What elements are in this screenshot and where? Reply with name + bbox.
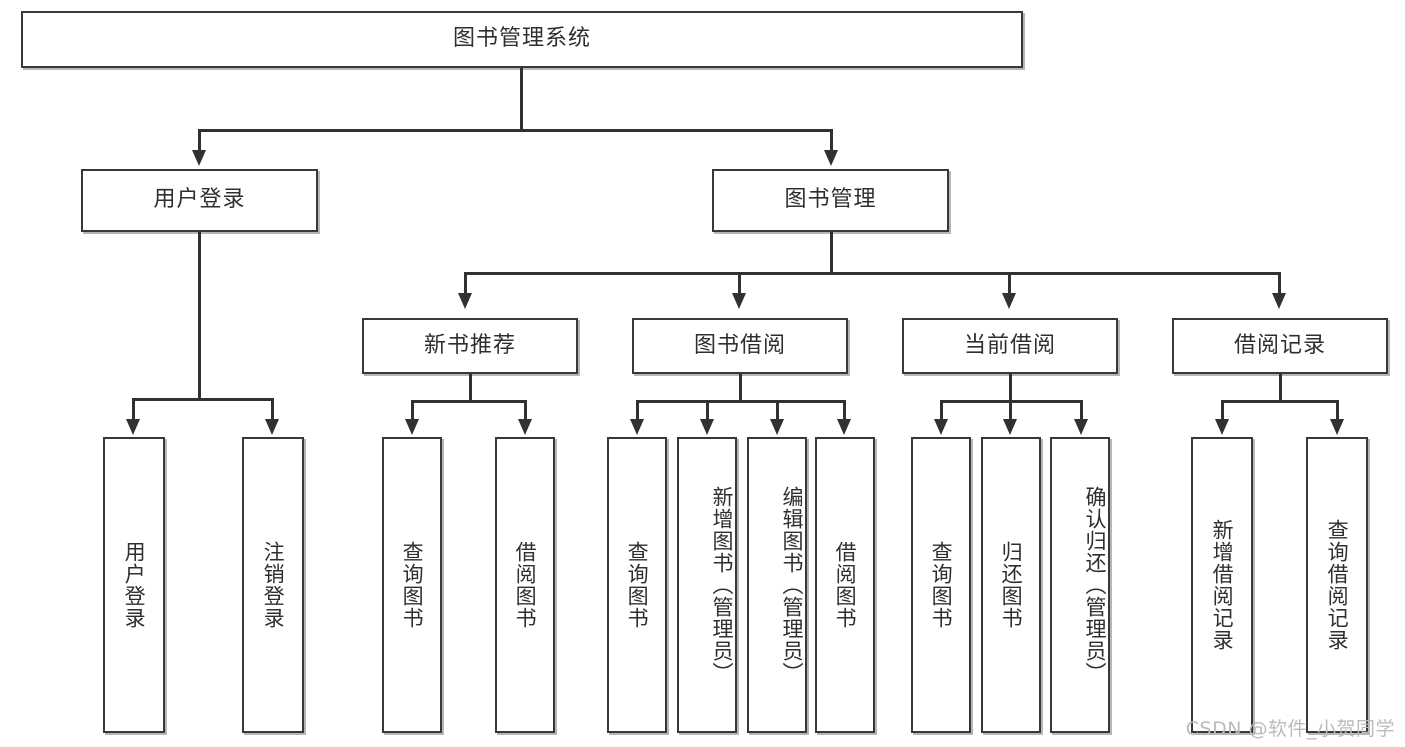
edge-bb-drop-2: [706, 400, 709, 420]
edge-book-management-down: [830, 232, 833, 274]
arrow-to-leaf-logout: [265, 419, 279, 435]
edge-cb-drop-1: [940, 400, 943, 420]
edge-level3-drop-3: [1008, 272, 1011, 294]
arrow-to-new-book-recommend: [458, 293, 472, 309]
node-label: 图书管理: [784, 187, 877, 213]
arrow-to-bb-leaf-3: [770, 419, 784, 435]
arrow-to-bb-leaf-2: [700, 419, 714, 435]
node-label: 查询图书: [625, 541, 650, 629]
node-book-management[interactable]: 图书管理: [712, 169, 949, 232]
leaf-borrow-book-recommend[interactable]: 借阅图书: [495, 437, 555, 733]
arrow-to-br-leaf-1: [1215, 419, 1229, 435]
node-label: 图书借阅: [693, 332, 786, 358]
edge-bb-drop-4: [843, 400, 846, 420]
node-label: 新书推荐: [423, 332, 516, 358]
node-new-book-recommend[interactable]: 新书推荐: [362, 318, 578, 374]
node-label: 新增借阅记录: [1210, 519, 1235, 651]
edge-book-borrow-bus: [636, 400, 846, 403]
node-user-login[interactable]: 用户登录: [81, 169, 318, 232]
edge-level3-drop-2: [738, 272, 741, 294]
edge-borrow-record-down: [1279, 374, 1282, 402]
leaf-query-book-borrow[interactable]: 查询图书: [607, 437, 667, 733]
edge-book-borrow-down: [739, 374, 742, 402]
edge-level3-bus: [464, 272, 1280, 275]
leaf-add-book-admin[interactable]: 新增图书（管理员）: [677, 437, 737, 733]
arrow-to-br-leaf-2: [1330, 419, 1344, 435]
node-label: 用户登录: [153, 187, 246, 213]
edge-br-drop-1: [1221, 400, 1224, 420]
leaf-edit-book-admin[interactable]: 编辑图书（管理员）: [747, 437, 807, 733]
edge-root-bus-left-drop: [198, 129, 201, 151]
edge-nbr-drop-2: [524, 400, 527, 420]
edge-cb-drop-3: [1080, 400, 1083, 420]
edge-bb-drop-1: [636, 400, 639, 420]
node-label: 当前借阅: [963, 332, 1056, 358]
edge-borrow-record-bus: [1221, 400, 1338, 403]
arrow-to-cb-leaf-1: [934, 419, 948, 435]
arrow-to-user-login: [192, 150, 206, 166]
edge-root-down: [520, 68, 523, 130]
arrow-to-leaf-user-login: [126, 419, 140, 435]
edge-user-login-down: [198, 232, 201, 400]
edge-nbr-drop-1: [411, 400, 414, 420]
node-label: 归还图书: [999, 541, 1024, 629]
arrow-to-borrow-record: [1272, 293, 1286, 309]
node-label: 图书管理系统: [452, 26, 591, 52]
node-label: 新增图书（管理员）: [710, 486, 734, 684]
node-label: 注销登录: [261, 541, 286, 629]
leaf-return-book[interactable]: 归还图书: [981, 437, 1041, 733]
edge-bb-drop-3: [776, 400, 779, 420]
edge-current-borrow-down: [1009, 374, 1012, 402]
arrow-to-bb-leaf-1: [630, 419, 644, 435]
arrow-to-book-management: [824, 150, 838, 166]
node-label: 查询图书: [400, 541, 425, 629]
leaf-confirm-return-admin[interactable]: 确认归还（管理员）: [1050, 437, 1110, 733]
node-label: 借阅图书: [833, 541, 858, 629]
edge-cb-drop-2: [1009, 400, 1012, 420]
arrow-to-current-borrow: [1002, 293, 1016, 309]
leaf-query-borrow-record[interactable]: 查询借阅记录: [1306, 437, 1368, 733]
edge-new-book-recommend-down: [469, 374, 472, 402]
node-label: 编辑图书（管理员）: [780, 486, 804, 684]
leaf-logout[interactable]: 注销登录: [242, 437, 304, 733]
edge-user-login-bus: [132, 398, 273, 401]
leaf-add-borrow-record[interactable]: 新增借阅记录: [1191, 437, 1253, 733]
leaf-query-book-current[interactable]: 查询图书: [911, 437, 971, 733]
node-label: 查询借阅记录: [1325, 519, 1350, 651]
edge-user-login-bus-left-drop: [132, 398, 135, 420]
leaf-borrow-book[interactable]: 借阅图书: [815, 437, 875, 733]
arrow-to-cb-leaf-3: [1074, 419, 1088, 435]
node-label: 用户登录: [122, 541, 147, 629]
arrow-to-cb-leaf-2: [1003, 419, 1017, 435]
arrow-to-bb-leaf-4: [837, 419, 851, 435]
arrow-to-nbr-leaf-2: [518, 419, 532, 435]
arrow-to-book-borrow: [732, 293, 746, 309]
edge-level3-drop-1: [464, 272, 467, 294]
edge-root-bus: [198, 129, 832, 132]
arrow-to-nbr-leaf-1: [405, 419, 419, 435]
leaf-query-book-recommend[interactable]: 查询图书: [382, 437, 442, 733]
edge-level3-drop-4: [1278, 272, 1281, 294]
node-label: 查询图书: [929, 541, 954, 629]
node-book-management-system[interactable]: 图书管理系统: [21, 11, 1023, 68]
edge-root-bus-right-drop: [830, 129, 833, 151]
node-label: 确认归还（管理员）: [1083, 486, 1107, 684]
node-current-borrow[interactable]: 当前借阅: [902, 318, 1118, 374]
node-label: 借阅图书: [513, 541, 538, 629]
node-book-borrow[interactable]: 图书借阅: [632, 318, 848, 374]
edge-br-drop-2: [1336, 400, 1339, 420]
edge-new-book-recommend-bus: [411, 400, 526, 403]
leaf-user-login[interactable]: 用户登录: [103, 437, 165, 733]
node-borrow-record[interactable]: 借阅记录: [1172, 318, 1388, 374]
edge-user-login-bus-right-drop: [271, 398, 274, 420]
node-label: 借阅记录: [1233, 332, 1326, 358]
